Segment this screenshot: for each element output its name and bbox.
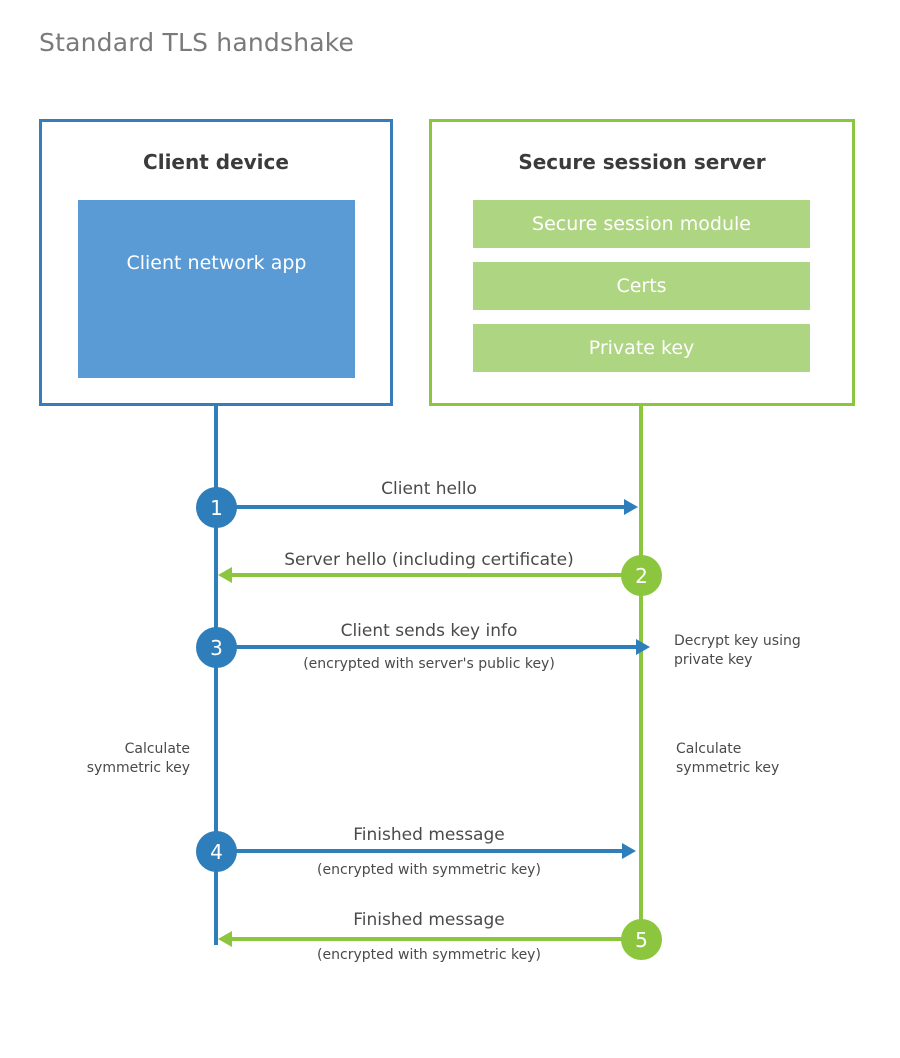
page-title: Standard TLS handshake (39, 28, 355, 57)
step-5-sublabel: (encrypted with symmetric key) (317, 947, 541, 963)
step-3-sublabel: (encrypted with server's public key) (303, 656, 555, 672)
server-module-secure-session-module: Secure session module (473, 200, 810, 248)
step-marker-4: 4 (196, 831, 237, 872)
step-3-arrow-client-to-server (216, 639, 650, 655)
step-5-label: Finished message (353, 910, 505, 930)
arrowhead-left-icon (218, 931, 232, 947)
step-marker-2: 2 (621, 555, 662, 596)
step-4-label: Finished message (353, 825, 505, 845)
step-1-label: Client hello (381, 479, 477, 499)
annotation-server-calculate-symmetric-key: Calculate symmetric key (676, 741, 780, 776)
secure-session-server-title: Secure session server (518, 150, 766, 174)
step-2-arrow-server-to-client (218, 567, 628, 583)
arrowhead-right-icon (622, 843, 636, 859)
arrowhead-right-icon (624, 499, 638, 515)
server-lifeline (639, 404, 643, 939)
client-lifeline (214, 404, 218, 945)
client-device-title: Client device (143, 150, 289, 174)
arrowhead-right-icon (636, 639, 650, 655)
server-module-private-key: Private key (473, 324, 810, 372)
step-1-arrow-client-to-server (216, 499, 638, 515)
step-marker-5: 5 (621, 919, 662, 960)
client-network-app-block: Client network app (78, 200, 355, 378)
annotation-client-calculate-symmetric-key: Calculate symmetric key (86, 741, 190, 776)
step-4-arrow-client-to-server (216, 843, 636, 859)
step-marker-3: 3 (196, 627, 237, 668)
step-5-arrow-server-to-client (218, 931, 628, 947)
secure-session-server-box: Secure session server Secure session mod… (429, 119, 855, 406)
arrowhead-left-icon (218, 567, 232, 583)
step-4-sublabel: (encrypted with symmetric key) (317, 862, 541, 878)
server-module-certs: Certs (473, 262, 810, 310)
step-3-label: Client sends key info (340, 621, 518, 641)
client-device-box: Client device Client network app (39, 119, 393, 406)
step-marker-1: 1 (196, 487, 237, 528)
step-2-label: Server hello (including certificate) (284, 550, 574, 570)
annotation-decrypt-key: Decrypt key using private key (674, 633, 801, 668)
